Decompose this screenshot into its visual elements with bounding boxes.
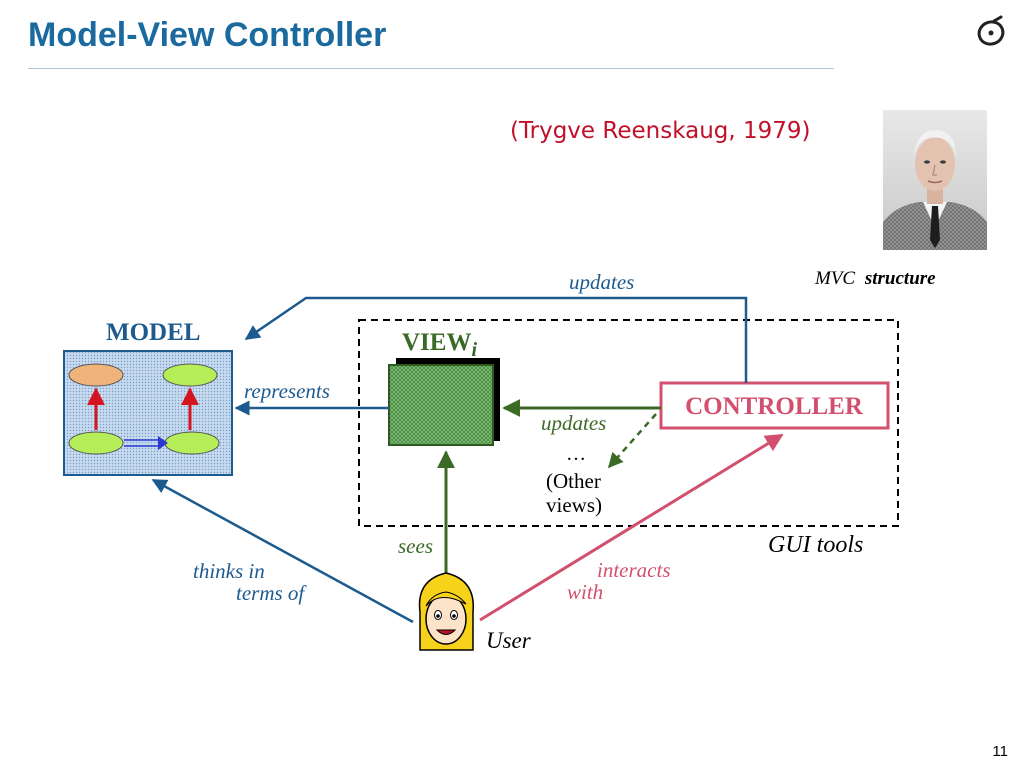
edge-label-interacts-line1: interacts (597, 558, 671, 582)
model-object-bottom-left (68, 431, 124, 455)
diagram-caption: MVC structure (814, 268, 936, 289)
gui-tools-label: GUI tools (768, 532, 863, 558)
user-label: User (486, 628, 532, 653)
eiffel-logo-icon (977, 15, 1005, 46)
model-label: MODEL (106, 319, 200, 346)
model-object-top-right (162, 363, 218, 387)
other-views-ellipsis: … (566, 443, 586, 465)
portrait-photo-icon (883, 110, 987, 250)
edge-user-interacts-controller (479, 433, 784, 622)
other-views-line1: (Other (546, 469, 601, 493)
controller-box: CONTROLLER (659, 381, 890, 430)
view-label-text: VIEW (402, 329, 471, 356)
caption-suffix: structure (864, 268, 936, 289)
edge-label-updates-view: updates (541, 411, 606, 435)
edge-label-thinks-line2: terms of (236, 581, 307, 605)
title-divider (28, 68, 834, 69)
edge-label-represents: represents (244, 379, 330, 403)
model-object-top-left (68, 363, 124, 387)
model-box (63, 350, 233, 476)
edge-label-interacts-line2: with (567, 580, 603, 604)
view-box (388, 358, 500, 446)
model-object-bottom-right (164, 431, 220, 455)
gui-tools-container (358, 319, 899, 527)
slide-title: Model-View Controller (28, 16, 387, 54)
view-label-subscript: i (471, 339, 477, 361)
model-link-bottom (124, 436, 168, 450)
user-avatar-icon (418, 572, 474, 651)
caption-prefix: MVC (814, 268, 855, 289)
other-views-line2: views) (546, 493, 602, 517)
edge-user-thinks-model (151, 478, 414, 624)
credit-text: (Trygve Reenskaug, 1979) (510, 118, 811, 144)
controller-label: CONTROLLER (685, 393, 864, 420)
edge-controller-updates-other-views (608, 413, 657, 469)
edge-label-thinks-line1: thinks in (193, 559, 265, 583)
edge-label-updates-model: updates (569, 270, 634, 294)
slide-number: 11 (992, 743, 1008, 760)
edge-controller-updates-model (244, 296, 748, 383)
view-label: VIEWi (402, 329, 477, 361)
edge-label-sees: sees (398, 534, 433, 558)
